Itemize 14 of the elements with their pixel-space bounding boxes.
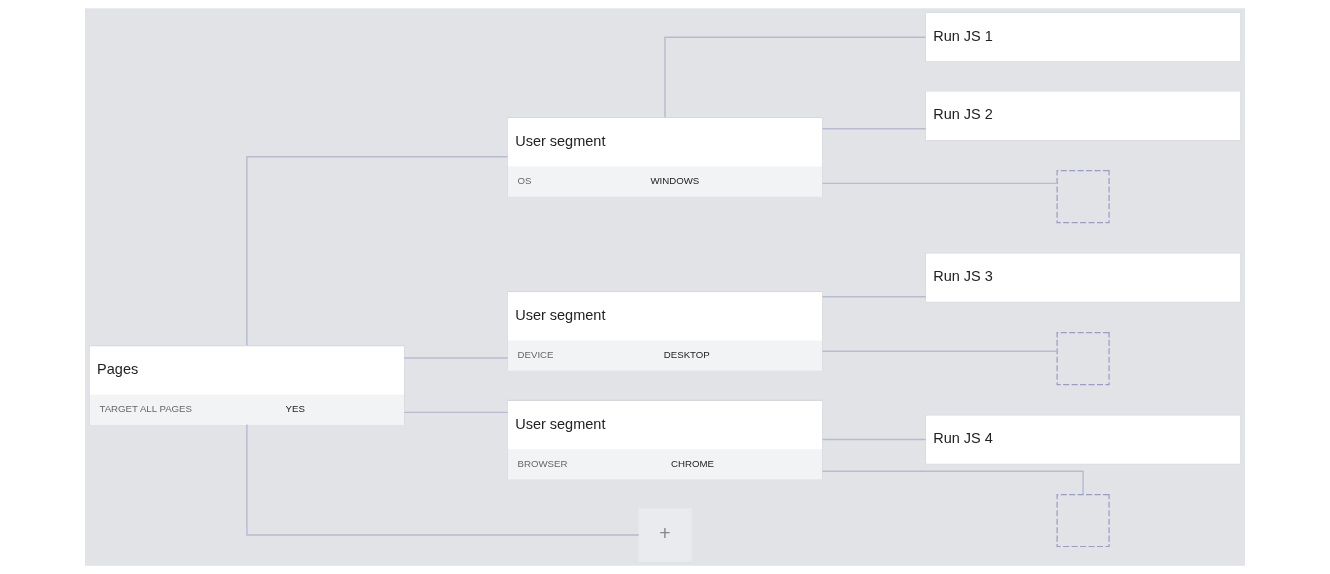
- node-box: [1056, 332, 1110, 386]
- connector: [821, 470, 1084, 495]
- connector: [821, 295, 927, 298]
- connector: [403, 411, 509, 414]
- node-box: +: [638, 508, 692, 562]
- node-box: [1056, 170, 1110, 224]
- connector: [246, 423, 640, 536]
- connector: [821, 128, 927, 130]
- node-box: [1056, 493, 1110, 548]
- connector: [821, 182, 1058, 185]
- connector: [246, 156, 509, 347]
- connector: [821, 438, 927, 441]
- connector: [821, 350, 1058, 353]
- connector: [664, 36, 927, 119]
